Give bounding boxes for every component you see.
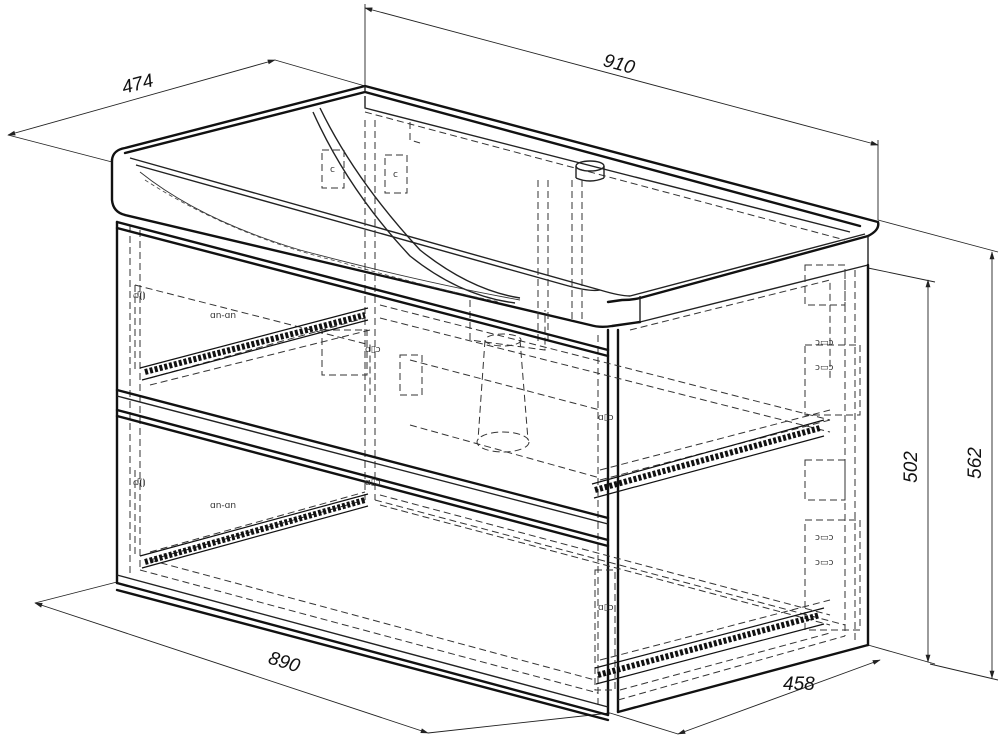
svg-text:ɑ▯ↄ: ɑ▯ↄ (365, 478, 381, 488)
svg-text:c: c (393, 170, 398, 180)
dimension-lines (7, 4, 999, 735)
dimension-total-height: 562 (964, 447, 986, 479)
lower-drawer (115, 408, 861, 708)
svg-text:ɑ▯ↄ: ɑ▯ↄ (365, 345, 381, 355)
svg-text:ɔ▭ɔ: ɔ▭ɔ (815, 533, 833, 543)
dimension-cabinet-height: 502 (900, 451, 922, 483)
dimension-cabinet-depth: 458 (783, 674, 815, 695)
svg-text:ɑn-ɑn: ɑn-ɑn (210, 501, 236, 511)
svg-text:ɔ▭ɔ: ɔ▭ɔ (815, 558, 833, 568)
svg-text:c: c (330, 165, 335, 175)
svg-text:ɔ▭ɔ: ɔ▭ɔ (815, 363, 833, 373)
svg-text:ɔ▭ɔ: ɔ▭ɔ (815, 338, 833, 348)
svg-text:ⅆ⦗⦘: ⅆ⦗⦘ (133, 291, 145, 301)
svg-text:ɑ▯ↄ: ɑ▯ↄ (598, 413, 614, 423)
svg-text:ⅆ⦗⦘: ⅆ⦗⦘ (133, 478, 145, 488)
hardware-marks: ⅆ⦗⦘ ⅆ⦗⦘ ɔ▭ɔ ɔ▭ɔ ɔ▭ɔ ɔ▭ɔ ɑ▯ↄ ɑ▯ↄ ɑ▯ↄ ɑ▯ↄ … (133, 291, 833, 613)
cabinet-body (115, 120, 870, 722)
upper-drawer (115, 220, 861, 525)
svg-text:ɑn-ɑn: ɑn-ɑn (210, 311, 236, 321)
washbasin: c c (110, 84, 880, 453)
svg-text:ɑ▯ↄ: ɑ▯ↄ (598, 603, 614, 613)
